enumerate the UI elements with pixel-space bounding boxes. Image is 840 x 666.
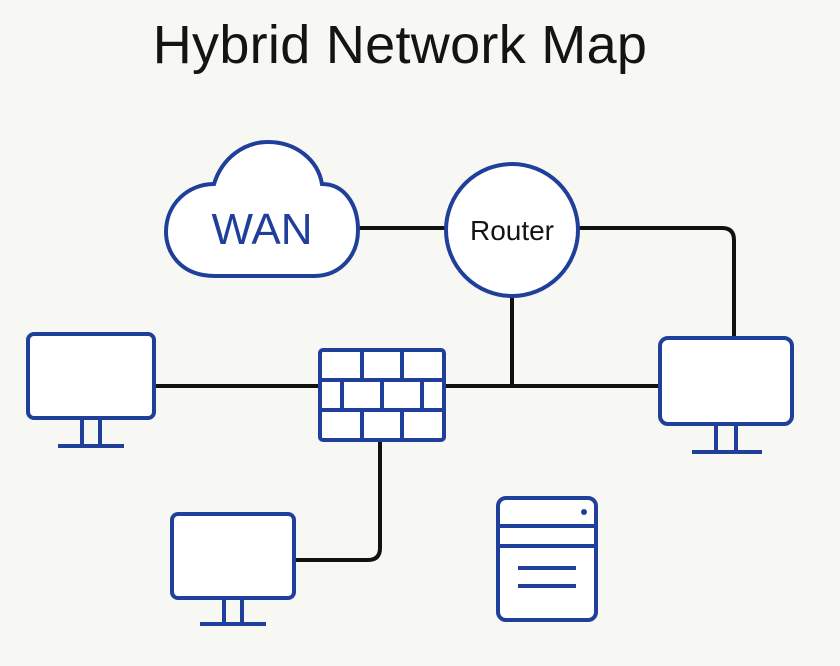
firewall-icon [318, 348, 446, 442]
link-router-right-workstation [578, 226, 736, 338]
workstation-left [26, 332, 156, 448]
cloud-icon [163, 139, 361, 278]
workstation-right [658, 336, 794, 454]
connections [154, 226, 736, 562]
workstation-bottom [170, 512, 296, 626]
monitor-icon [658, 336, 794, 454]
router-label: Router [470, 215, 554, 246]
monitor-icon [26, 332, 156, 448]
wan-label: WAN [211, 205, 312, 254]
monitor-icon [170, 512, 296, 626]
router-circle [444, 162, 580, 298]
router-node: Router [444, 162, 580, 298]
server-icon [496, 496, 598, 622]
diagram-title: Hybrid Network Map [152, 15, 648, 75]
link-firewall-bottom-workstation [292, 438, 382, 562]
wan-node: WAN [163, 139, 361, 278]
